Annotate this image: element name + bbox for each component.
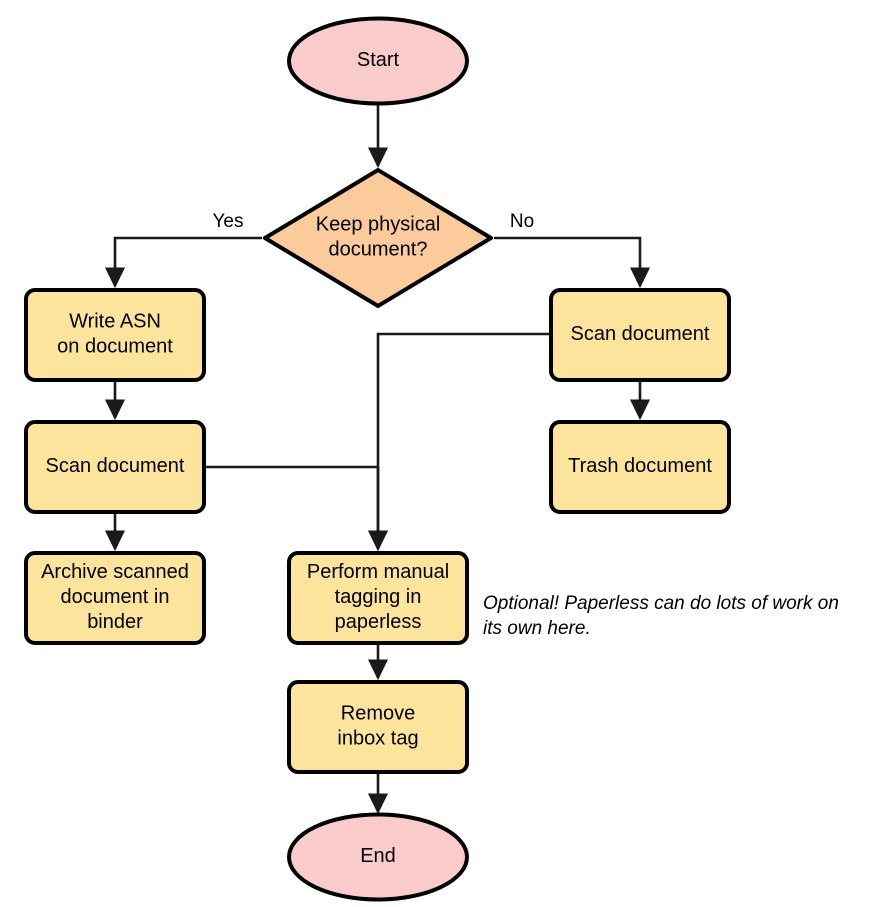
node-label-start: Start	[357, 49, 400, 71]
node-label-end: End	[360, 845, 396, 867]
edge-decision-yes-to-write-asn	[104, 236, 262, 289]
decision-shape	[263, 168, 493, 308]
node-scan-left: Scan document	[24, 420, 206, 514]
edges-layer	[104, 104, 651, 815]
edge-decision-no-to-scan-right	[494, 236, 651, 289]
process-shape	[549, 288, 731, 382]
edge-label-no-label: No	[510, 211, 534, 232]
edge-labels-layer: Yes No	[213, 211, 535, 232]
process-shape	[24, 288, 206, 382]
edge-label-yes-label: Yes	[213, 211, 244, 232]
edge-scan-left-to-manual-tagging	[204, 465, 389, 552]
process-shape	[24, 551, 206, 645]
node-label-scan-left: Scan document	[46, 455, 185, 477]
node-trash: Trash document	[549, 420, 731, 514]
node-label-scan-right: Scan document	[571, 323, 710, 345]
process-shape	[24, 420, 206, 514]
annotation-optional-note: Optional! Paperless can do lots of work …	[483, 593, 839, 639]
node-end: End	[287, 812, 469, 902]
process-shape	[549, 420, 731, 514]
node-label-trash: Trash document	[568, 455, 712, 477]
edge-scan-right-to-manual-tagging	[367, 332, 551, 552]
process-shape	[287, 551, 469, 645]
node-start: Start	[287, 16, 469, 106]
annotations-layer: Optional! Paperless can do lots of work …	[483, 593, 839, 639]
terminator-shape	[287, 812, 469, 902]
process-shape	[287, 680, 469, 774]
terminator-shape	[287, 16, 469, 106]
node-scan-right: Scan document	[549, 288, 731, 382]
